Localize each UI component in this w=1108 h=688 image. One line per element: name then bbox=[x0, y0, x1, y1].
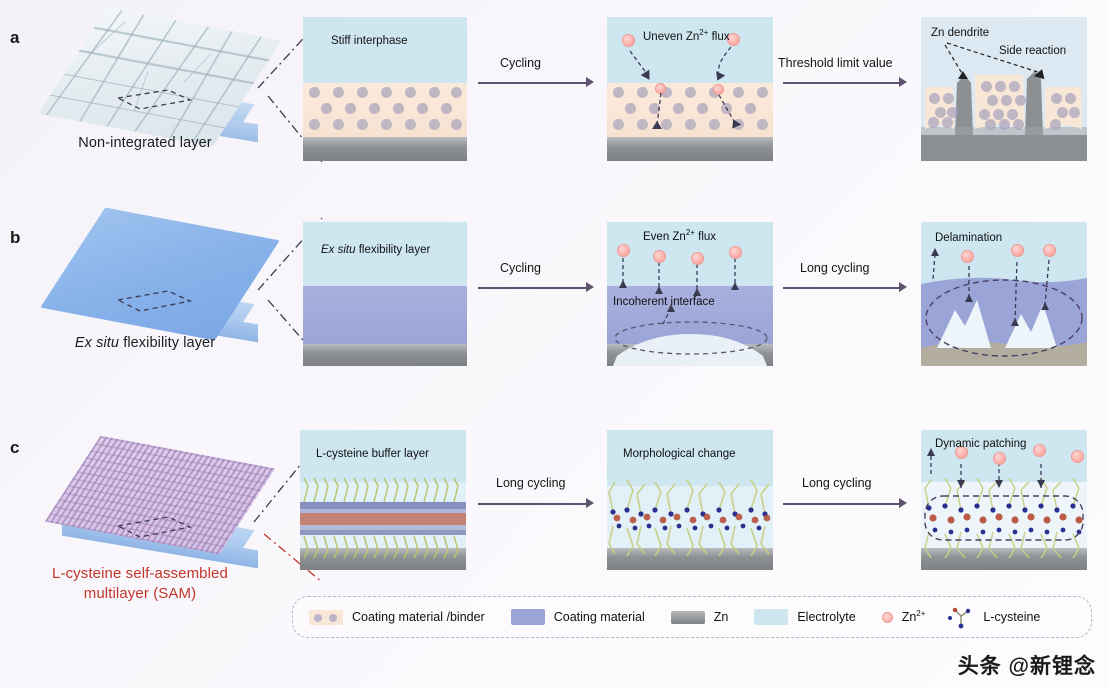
legend-label-zn-ion: Zn2+ bbox=[901, 609, 926, 625]
legend-item-zn: Zn bbox=[670, 610, 729, 624]
panel-b3-label: Delamination bbox=[935, 232, 1003, 244]
disordered-molecules-c2 bbox=[608, 479, 771, 557]
row-letter-c: c bbox=[10, 438, 20, 457]
arrow-c-long-cycling-1-label: Long cycling bbox=[496, 476, 566, 490]
panel-a3: Zn dendrite Side reaction bbox=[921, 17, 1087, 161]
panel-c1: L-cysteine buffer layer bbox=[300, 430, 466, 570]
panel-c3: Dynamic patching bbox=[921, 430, 1087, 570]
coating-material-swatch bbox=[510, 609, 545, 625]
panel-c2-label: Morphological change bbox=[623, 448, 736, 460]
zoom-selection-box-c bbox=[115, 516, 193, 538]
row-c-caption: L-cysteine self-assembled multilayer (SA… bbox=[10, 564, 270, 604]
panel-a1: Stiff interphase bbox=[303, 17, 467, 161]
watermark: 头条 @新锂念 bbox=[957, 655, 1096, 678]
zn-ion bbox=[993, 452, 1006, 465]
arrow-b-cycling bbox=[478, 281, 596, 295]
panel-a3-label-side-reaction: Side reaction bbox=[999, 45, 1067, 57]
legend-item-coating-binder: Coating material /binder bbox=[309, 609, 485, 625]
l-cysteine-molecule-swatch bbox=[948, 607, 971, 629]
arrow-c-long-cycling-2-label: Long cycling bbox=[802, 476, 872, 490]
legend-label-coating-binder: Coating material /binder bbox=[352, 610, 485, 624]
legend-label-coating-material: Coating material bbox=[553, 610, 645, 624]
nucleus-shape-b2 bbox=[613, 258, 768, 366]
electrolyte-swatch bbox=[754, 609, 789, 625]
zn-ion bbox=[729, 246, 742, 259]
row-c-caption-line2: multilayer (SAM) bbox=[83, 585, 197, 602]
zn-ion bbox=[653, 250, 666, 263]
arrow-a-threshold-label: Threshold limit value bbox=[778, 56, 893, 70]
sam-3d-block bbox=[40, 435, 276, 569]
legend: Coating material /binder Coating materia… bbox=[292, 596, 1092, 638]
panel-c1-label: L-cysteine buffer layer bbox=[316, 448, 429, 460]
zn-swatch bbox=[670, 610, 705, 624]
zn-ion bbox=[691, 252, 704, 265]
zn-ion bbox=[1071, 450, 1084, 463]
arrow-b-cycling-label: Cycling bbox=[500, 261, 541, 275]
panel-b1-label: Ex situ flexibility layer bbox=[321, 244, 431, 256]
coating-binder-swatch bbox=[309, 609, 343, 625]
zn-ion bbox=[1011, 244, 1024, 257]
panel-a2: Uneven Zn2+ flux bbox=[607, 17, 773, 161]
sam-molecules-c1 bbox=[300, 477, 466, 559]
ex-situ-flexibility-layer-3d-block bbox=[40, 207, 280, 348]
legend-item-electrolyte: Electrolyte bbox=[754, 609, 856, 625]
panel-a2-label: Uneven Zn2+ flux bbox=[643, 28, 730, 43]
row-letter-a: a bbox=[10, 28, 20, 47]
delamination-shape-b3 bbox=[921, 248, 1087, 366]
panel-b2-label-interface: Incoherent interface bbox=[613, 296, 715, 308]
arrow-b-long-cycling-label: Long cycling bbox=[800, 261, 870, 275]
zn-ion-swatch bbox=[881, 611, 893, 623]
arrow-a-threshold bbox=[783, 76, 909, 90]
zoom-selection-box-a bbox=[115, 89, 193, 110]
zn-ion bbox=[961, 250, 974, 263]
row-b-caption: Ex situ flexibility layer bbox=[74, 335, 216, 351]
zn-ion bbox=[617, 244, 630, 257]
non-integrated-layer-3d-block bbox=[38, 7, 282, 149]
arrow-a-cycling bbox=[478, 76, 596, 90]
zn-ion bbox=[727, 33, 740, 46]
legend-label-zn: Zn bbox=[713, 610, 729, 624]
arrow-a-cycling-label: Cycling bbox=[500, 56, 541, 70]
flux-arrows-a2 bbox=[629, 46, 742, 129]
row-a-caption: Non-integrated layer bbox=[78, 135, 212, 151]
legend-item-l-cysteine: L-cysteine bbox=[947, 604, 1040, 630]
panel-b2-label-flux: Even Zn2+ flux bbox=[643, 228, 717, 243]
panel-b1: Ex situ flexibility layer bbox=[303, 222, 467, 366]
arrow-c-long-cycling-2 bbox=[783, 497, 909, 511]
arrow-c-long-cycling-1 bbox=[478, 497, 596, 511]
dynamic-patching-c3 bbox=[924, 448, 1084, 559]
arrow-b-long-cycling bbox=[783, 281, 909, 295]
panel-c3-label: Dynamic patching bbox=[935, 438, 1027, 450]
panel-a1-label: Stiff interphase bbox=[331, 35, 408, 47]
annotation-arrows-a3 bbox=[944, 42, 1045, 80]
zoom-selection-box-b bbox=[115, 290, 193, 312]
zn-ion bbox=[622, 34, 635, 47]
legend-label-l-cysteine: L-cysteine bbox=[983, 610, 1041, 624]
panel-a3-label-dendrite: Zn dendrite bbox=[931, 27, 990, 39]
panel-c2: Morphological change bbox=[607, 430, 773, 570]
zn-ion bbox=[713, 84, 724, 95]
legend-item-zn-ion: Zn2+ bbox=[881, 609, 926, 625]
row-c-caption-line1: L-cysteine self-assembled bbox=[52, 565, 228, 582]
panel-b3: Delamination bbox=[921, 222, 1087, 366]
zn-ion bbox=[955, 446, 968, 459]
zn-ion bbox=[1033, 444, 1046, 457]
row-letter-b: b bbox=[10, 228, 21, 247]
panel-b2: Even Zn2+ flux Incoherent interface bbox=[607, 222, 773, 366]
legend-label-electrolyte: Electrolyte bbox=[797, 610, 856, 624]
zn-ion bbox=[1043, 244, 1056, 257]
legend-item-coating-material: Coating material bbox=[510, 609, 645, 625]
